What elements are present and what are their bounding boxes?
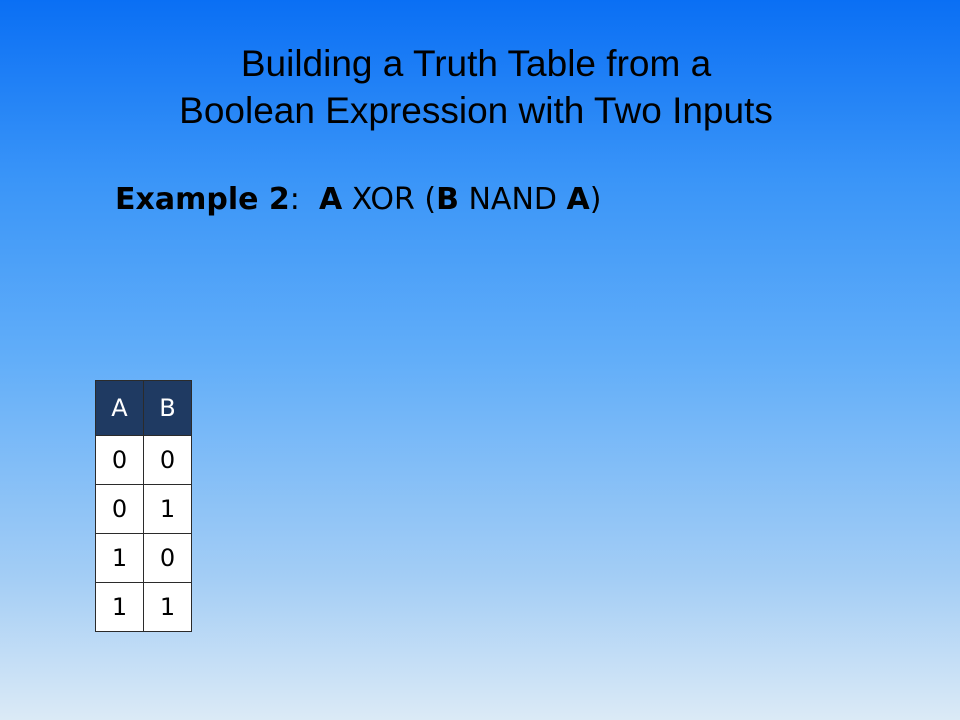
example-heading: Example 2: A XOR (B NAND A) <box>115 180 601 220</box>
expr-part-close: ) <box>589 182 602 217</box>
table-cell: 1 <box>95 582 144 632</box>
table-cell: 1 <box>143 484 192 534</box>
example-label: Example 2 <box>115 182 290 217</box>
expr-part-xor: XOR ( <box>342 182 437 217</box>
table-row: 0 0 <box>95 435 192 485</box>
table-row: 0 1 <box>95 484 192 534</box>
table-cell: 0 <box>95 435 144 485</box>
slide-title: Building a Truth Table from a Boolean Ex… <box>0 40 952 134</box>
table-cell: 1 <box>95 533 144 583</box>
expr-part-nand: NAND <box>458 182 567 217</box>
table-cell: 1 <box>143 582 192 632</box>
truth-table: A B 0 0 0 1 1 0 1 1 <box>95 380 192 632</box>
header-b: B <box>143 380 192 436</box>
table-row: 1 1 <box>95 582 192 632</box>
table-row: 1 0 <box>95 533 192 583</box>
slide-title-line-1: Building a Truth Table from a <box>240 43 712 84</box>
expr-part-a2: A <box>566 182 590 217</box>
truth-table-header-row: A B <box>95 380 192 436</box>
example-colon: : <box>289 182 300 217</box>
expr-part-a1: A <box>318 182 343 217</box>
expr-part-b: B <box>436 182 459 217</box>
table-cell: 0 <box>143 533 192 583</box>
table-cell: 0 <box>95 484 144 534</box>
table-cell: 0 <box>143 435 192 485</box>
header-a: A <box>95 380 144 436</box>
slide-title-line-2: Boolean Expression with Two Inputs <box>179 90 773 131</box>
